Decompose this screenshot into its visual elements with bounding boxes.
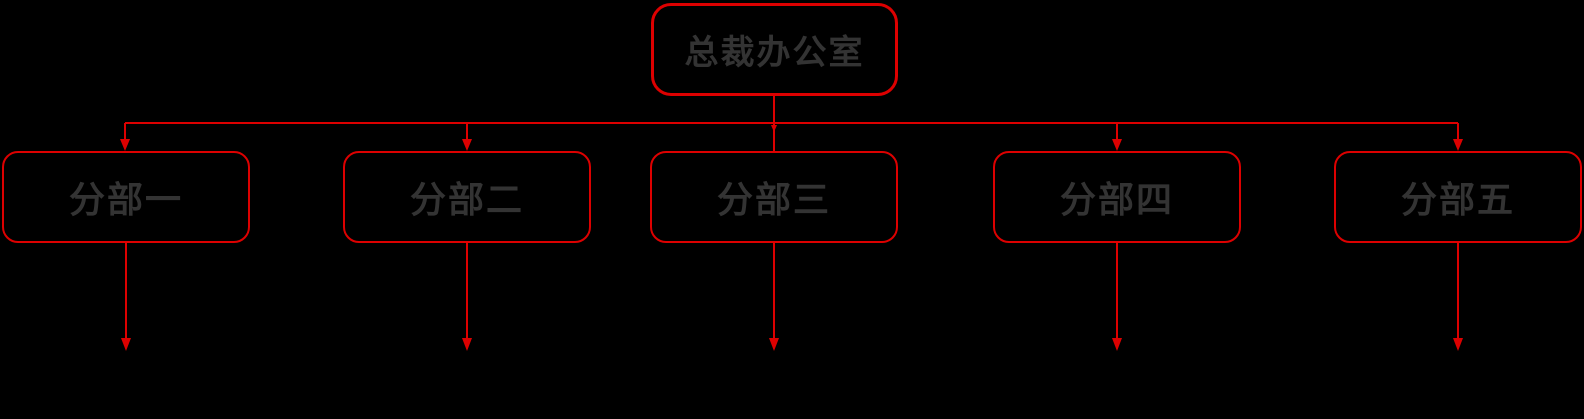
org-node-division-5[interactable]: 分部五	[1334, 151, 1582, 243]
org-node-division-3-label: 分部三	[716, 179, 831, 220]
org-node-division-5-label: 分部五	[1400, 179, 1515, 220]
bus-to-children-connectors	[120, 123, 1463, 152]
connector-arrowhead-child-4	[1112, 139, 1122, 151]
org-node-division-3[interactable]: 分部三	[650, 151, 898, 243]
org-node-division-2[interactable]: 分部二	[343, 151, 591, 243]
outgoing-arrowhead-child-2	[462, 338, 472, 351]
org-node-division-4[interactable]: 分部四	[993, 151, 1241, 243]
root-to-bus-connector	[125, 96, 1458, 124]
org-node-division-2-label: 分部二	[409, 179, 524, 220]
outgoing-arrowhead-child-5	[1453, 338, 1463, 351]
children-outgoing-arrows	[121, 243, 1463, 351]
org-node-division-1[interactable]: 分部一	[2, 151, 250, 243]
org-node-root[interactable]: 总裁办公室	[651, 3, 898, 96]
outgoing-arrowhead-child-4	[1112, 338, 1122, 351]
connector-arrowhead-child-3	[771, 125, 777, 132]
outgoing-arrowhead-child-3	[769, 338, 779, 351]
connector-arrowhead-child-2	[462, 139, 472, 151]
outgoing-arrowhead-child-1	[121, 338, 131, 351]
org-node-root-label: 总裁办公室	[684, 34, 865, 72]
org-node-division-4-label: 分部四	[1059, 179, 1174, 220]
connector-arrowhead-child-5	[1453, 139, 1463, 151]
connector-arrowhead-child-1	[120, 139, 130, 151]
org-node-division-1-label: 分部一	[68, 179, 183, 220]
